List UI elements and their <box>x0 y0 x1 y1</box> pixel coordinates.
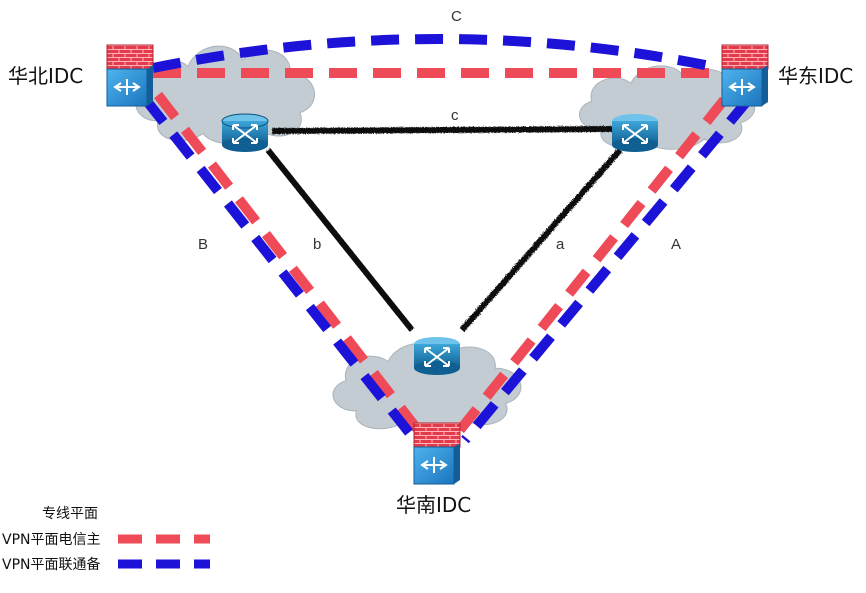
switch-icon <box>721 65 768 107</box>
vpn-unicom-link-east-south <box>461 96 752 444</box>
link-label-C: C <box>451 8 462 25</box>
router-icon-east <box>612 114 658 152</box>
idc-north-device <box>106 44 154 107</box>
link-label-c: c <box>451 107 459 124</box>
idc-east-device <box>721 44 769 107</box>
legend-dedicated-label: 专线平面 <box>42 506 98 522</box>
vpn-unicom-link-north-south <box>142 96 419 444</box>
legend-telecom-label: VPN平面电信主 <box>2 532 101 548</box>
link-label-B: B <box>198 236 208 253</box>
dedicated-lines <box>265 126 623 332</box>
link-label-a: a <box>556 236 565 253</box>
vpn-telecom-link-east-south <box>456 96 728 434</box>
switch-icon <box>413 443 460 485</box>
dedicated-link-a <box>459 148 623 332</box>
link-label-A: A <box>671 236 681 253</box>
idc-north-label: 华北IDC <box>8 64 83 88</box>
firewall-icon <box>413 422 461 448</box>
vpn-unicom-lines <box>142 34 752 444</box>
vpn-unicom-link-north-east <box>152 34 722 73</box>
idc-east-label: 华东IDC <box>778 64 853 88</box>
vpn-telecom-link-north-south <box>154 91 422 434</box>
link-label-b: b <box>313 236 321 253</box>
vpn-telecom-lines <box>153 68 728 434</box>
dedicated-link-b <box>265 148 415 332</box>
firewall-icon <box>106 44 154 70</box>
router-icon-north <box>221 113 269 152</box>
legend-unicom-label: VPN平面联通备 <box>2 556 101 573</box>
idc-south-label: 华南IDC <box>396 493 471 517</box>
legend: 专线平面 VPN平面电信主 VPN平面联通备 <box>2 506 210 573</box>
dedicated-link-c <box>271 126 616 134</box>
switch-icon <box>106 65 153 107</box>
idc-south-device <box>413 422 461 485</box>
firewall-icon <box>721 44 769 70</box>
router-icon-south <box>414 337 460 375</box>
